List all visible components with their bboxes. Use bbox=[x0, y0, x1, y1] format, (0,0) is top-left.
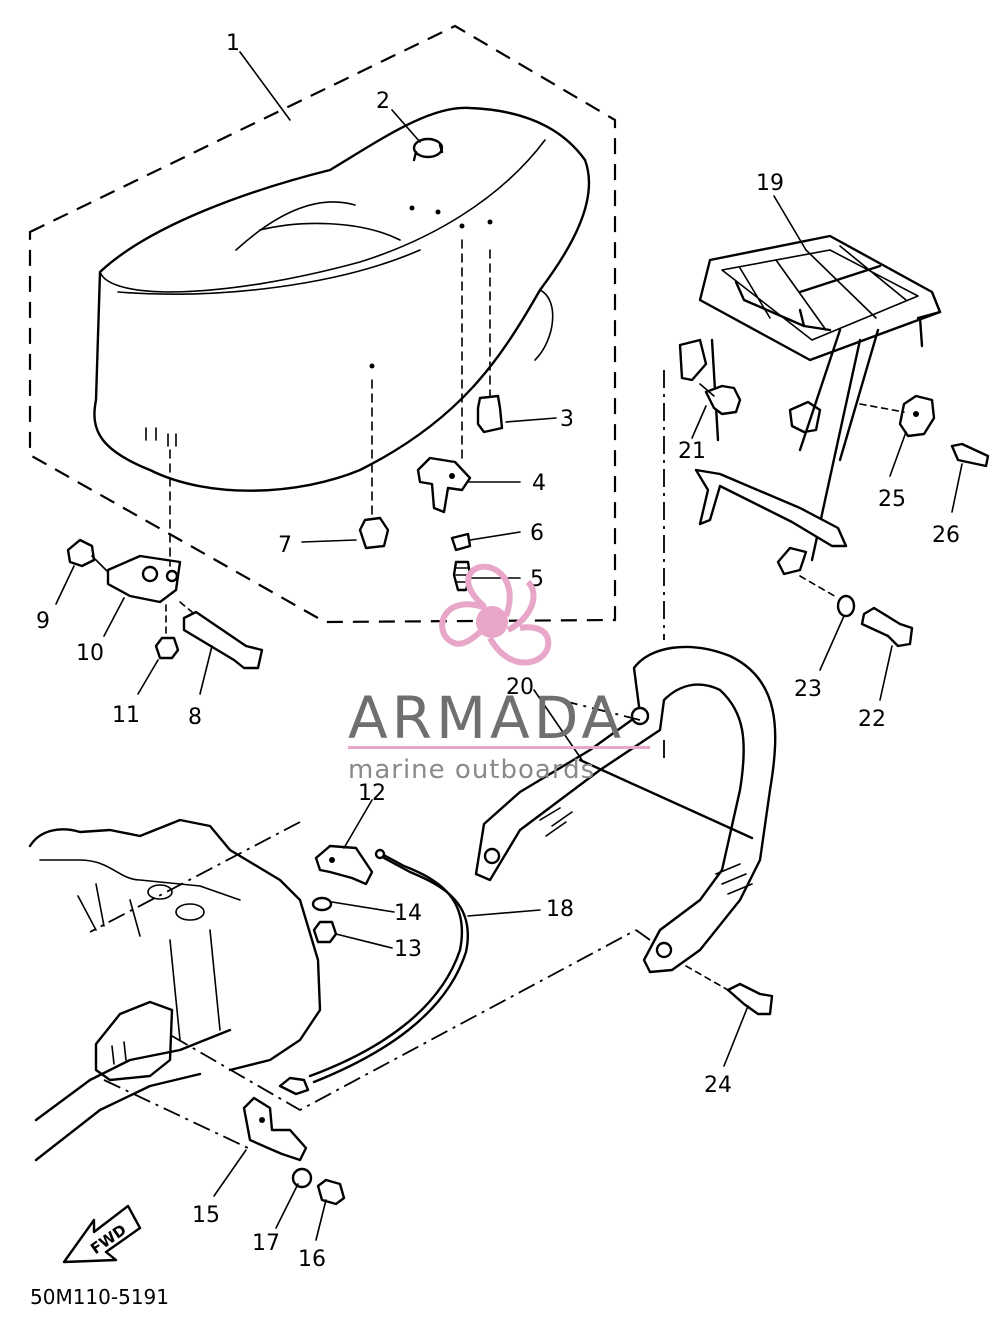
callout-13: 13 bbox=[394, 937, 422, 962]
callout-19: 19 bbox=[756, 171, 784, 196]
watermark-subtitle: marine outboards bbox=[348, 755, 595, 785]
callout-23: 23 bbox=[794, 677, 822, 702]
bolt-8 bbox=[179, 601, 264, 670]
callout-8: 8 bbox=[188, 705, 202, 730]
seat-lock-12 bbox=[314, 844, 374, 886]
cable-18 bbox=[278, 848, 469, 1096]
grab-bar-20 bbox=[474, 645, 777, 974]
fwd-arrow: FWD bbox=[62, 1204, 142, 1264]
callout-18: 18 bbox=[546, 897, 574, 922]
seat-hook-2 bbox=[412, 137, 444, 162]
seat-lock-bracket-4 bbox=[416, 239, 472, 514]
propeller-logo-icon bbox=[439, 563, 552, 666]
callout-17: 17 bbox=[252, 1231, 280, 1256]
bracket-10 bbox=[106, 449, 182, 604]
seat-holes bbox=[145, 205, 493, 447]
bolt-24 bbox=[685, 965, 774, 1016]
callout-6: 6 bbox=[530, 521, 544, 546]
callout-25: 25 bbox=[878, 487, 906, 512]
callout-16: 16 bbox=[298, 1247, 326, 1272]
leader-lines bbox=[55, 51, 963, 1241]
callout-24: 24 bbox=[704, 1073, 732, 1098]
washer-23 bbox=[799, 575, 856, 618]
lever-15 bbox=[242, 1096, 308, 1162]
damper-7 bbox=[358, 379, 390, 550]
seat-assembly-boundary bbox=[28, 24, 617, 624]
callout-7: 7 bbox=[278, 533, 292, 558]
watermark-title: ARMADA bbox=[348, 684, 625, 752]
callout-12: 12 bbox=[358, 781, 386, 806]
frame bbox=[28, 818, 322, 1162]
callout-15: 15 bbox=[192, 1203, 220, 1228]
damper-3 bbox=[476, 249, 504, 434]
assembly-guide-lines bbox=[89, 370, 665, 1149]
drawing-number: 50M110-5191 bbox=[30, 1285, 169, 1309]
callout-2: 2 bbox=[376, 89, 390, 114]
bushing-11 bbox=[154, 604, 180, 660]
callout-3: 3 bbox=[560, 407, 574, 432]
bracket-25 bbox=[859, 394, 936, 438]
bolt-22 bbox=[860, 606, 914, 648]
callout-1: 1 bbox=[226, 31, 240, 56]
carrier-19 bbox=[678, 234, 942, 576]
callout-11: 11 bbox=[112, 703, 140, 728]
callout-4: 4 bbox=[532, 471, 546, 496]
bolt-26 bbox=[950, 442, 990, 468]
callout-14: 14 bbox=[394, 901, 422, 926]
callout-26: 26 bbox=[932, 523, 960, 548]
damper-13 bbox=[312, 920, 338, 944]
callout-21: 21 bbox=[678, 439, 706, 464]
callout-10: 10 bbox=[76, 641, 104, 666]
callout-labels: 1 2 3 4 5 6 7 8 9 10 11 12 13 14 15 16 1… bbox=[36, 31, 960, 1272]
nut-9 bbox=[66, 538, 109, 573]
watermark-underline bbox=[348, 746, 650, 749]
callout-9: 9 bbox=[36, 609, 50, 634]
washer-6 bbox=[450, 532, 472, 552]
bolt-16 bbox=[316, 1178, 346, 1206]
washer-14 bbox=[311, 896, 333, 912]
armada-watermark: ARMADA marine outboards bbox=[348, 563, 650, 785]
callout-22: 22 bbox=[858, 707, 886, 732]
callout-20: 20 bbox=[506, 675, 534, 700]
washer-17 bbox=[291, 1167, 313, 1189]
seat bbox=[93, 106, 591, 492]
bolt-21 bbox=[699, 383, 742, 416]
